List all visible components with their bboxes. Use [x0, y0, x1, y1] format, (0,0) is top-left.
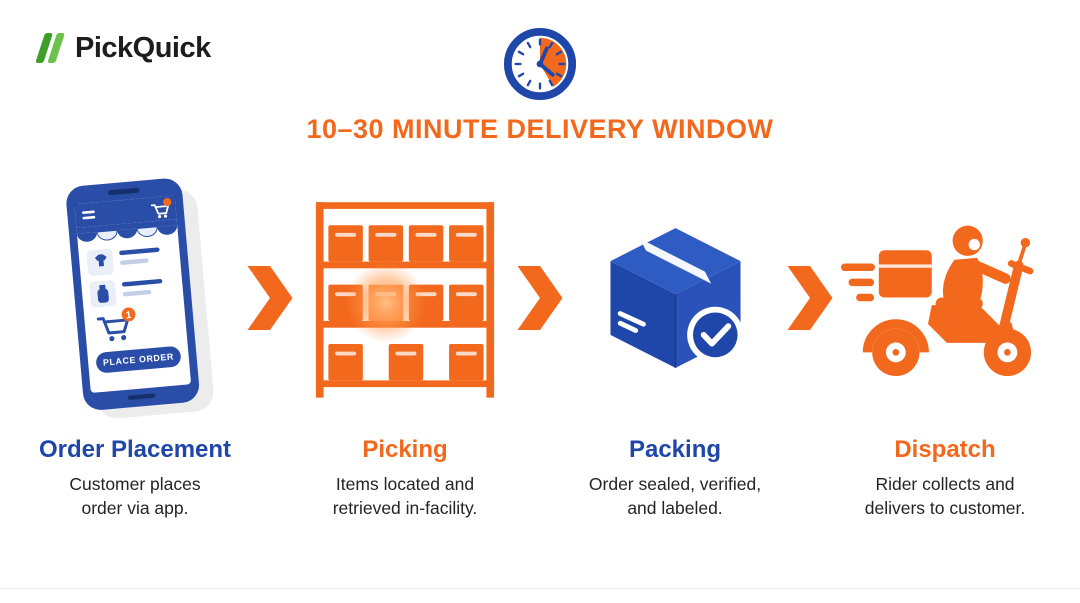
flow-arrow-icon — [785, 175, 835, 420]
place-order-button: PLACE ORDER — [96, 345, 181, 373]
pick-glow-effect — [345, 262, 427, 343]
steering-column — [998, 244, 1034, 333]
step-dispatch: Dispatch Rider collects and delivers to … — [836, 175, 1054, 520]
step-order-placement: 1 PLACE ORDER Order Placement Customer p… — [26, 175, 244, 520]
lightning-slashes-icon — [35, 33, 65, 63]
rider — [942, 225, 1011, 339]
smartphone-order-app-icon: 1 PLACE ORDER — [51, 169, 220, 426]
flow-arrow-icon — [245, 175, 295, 420]
step-desc-order-placement: Customer places order via app. — [69, 474, 201, 518]
delivery-box — [878, 249, 932, 298]
step-desc-packing: Order sealed, verified, and labeled. — [588, 474, 762, 518]
wheels — [872, 328, 1032, 376]
storefront-awning — [76, 218, 178, 242]
clock-icon — [502, 26, 578, 107]
flow-arrow-icon — [515, 175, 565, 420]
page-title: 10–30 MINUTE DELIVERY WINDOW — [306, 114, 774, 144]
packing-tape — [639, 238, 711, 284]
brand-name: PickQuick — [75, 31, 211, 64]
brand-logo: PickQuick — [34, 30, 211, 66]
product-row-bottle — [89, 278, 163, 307]
product-row-shirt — [86, 247, 160, 276]
step-picking: Picking Items located and retrieved in-f… — [296, 175, 514, 520]
step-packing: Packing Order sealed, verified, and labe… — [566, 175, 784, 520]
shipping-label-lines — [617, 310, 646, 333]
step-desc-dispatch: Rider collects and delivers to customer. — [864, 474, 1026, 518]
step-title-packing: Packing — [628, 436, 722, 463]
step-title-order-placement: Order Placement — [38, 436, 232, 463]
step-desc-picking: Items located and retrieved in-facility. — [332, 474, 478, 518]
warehouse-shelf-boxes-icon — [314, 175, 496, 420]
cart-badge-count: 1 — [125, 309, 132, 320]
delivery-scooter-rider-icon — [841, 175, 1049, 420]
footer-divider — [0, 588, 1080, 589]
cart-row-icon: 1 — [96, 307, 136, 341]
rear-fender — [862, 318, 929, 353]
speed-lines — [841, 262, 876, 301]
step-title-picking: Picking — [362, 436, 448, 463]
mirror-icon — [1020, 237, 1031, 247]
step-title-dispatch: Dispatch — [894, 436, 996, 463]
sealed-box-checkmark-icon — [593, 175, 758, 420]
shelf-boxes — [328, 224, 484, 380]
verified-checkmark-icon — [686, 306, 743, 363]
process-flow: 1 PLACE ORDER Order Placement Customer p… — [0, 175, 1080, 520]
header-cart-icon — [150, 197, 172, 218]
